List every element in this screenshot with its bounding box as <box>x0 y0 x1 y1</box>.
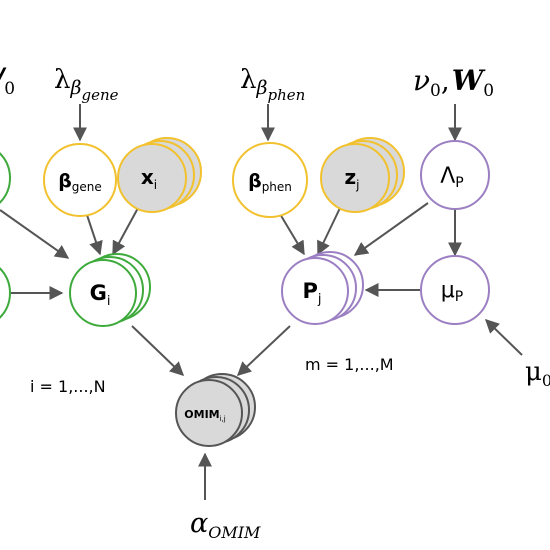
beta-phen-subscript: phen <box>262 180 292 194</box>
svg-text:OMIMi,j: OMIMi,j <box>184 408 226 423</box>
plate-label-i: i = 1,...,N <box>30 377 106 396</box>
svg-text:ΛP: ΛP <box>440 164 464 191</box>
w0-partial-label: /0 <box>0 62 15 99</box>
x-symbol: x <box>141 165 154 189</box>
lambda-beta-gene-label: λβgene <box>54 65 119 104</box>
mu0-label: μ0 <box>525 357 550 390</box>
edge-left-offscreen-to-g <box>0 209 70 259</box>
svg-text:Gi: Gi <box>90 281 111 309</box>
edge-mu0-to-mu-p <box>484 319 523 356</box>
edge-beta-gene-to-g <box>85 211 103 256</box>
edge-x-to-g <box>112 207 139 256</box>
node-x: xi <box>117 137 202 213</box>
edge-p-to-omim <box>236 325 291 376</box>
plate-label-m: m = 1,...,M <box>305 355 394 374</box>
z-subscript: j <box>355 178 359 192</box>
svg-text:zj: zj <box>345 165 360 192</box>
lambda-p-symbol: Λ <box>440 164 455 189</box>
node-mu-p: μP <box>420 255 490 325</box>
beta-gene-subscript: gene <box>72 180 102 194</box>
node-p: Pj <box>281 251 364 325</box>
p-symbol: P <box>302 279 317 303</box>
edges <box>0 104 523 500</box>
g-subscript: i <box>107 294 111 309</box>
g-symbol: G <box>90 281 107 305</box>
edge-z-to-p <box>317 207 341 256</box>
nu0-w0-label: ν0,W0 <box>413 64 494 101</box>
x-subscript: i <box>154 178 157 192</box>
svg-text:μP: μP <box>441 278 463 305</box>
lambda-beta-phen-label: λβphen <box>240 65 305 104</box>
edge-lambda-p-to-p <box>353 202 429 256</box>
lambda-p-subscript: P <box>455 175 463 191</box>
offscreen-nodes <box>0 152 11 319</box>
node-beta-phen: βphen <box>232 142 308 218</box>
p-subscript: j <box>317 292 322 307</box>
edge-beta-phen-to-p <box>279 213 305 256</box>
node-g: Gi <box>69 253 151 327</box>
beta-gene-symbol: β <box>58 170 72 192</box>
z-symbol: z <box>345 165 357 189</box>
edge-g-to-omim <box>131 325 185 376</box>
node-omim: OMIMi,j <box>175 373 256 447</box>
svg-text:βgene: βgene <box>58 170 102 194</box>
mu-p-symbol: μ <box>441 278 455 303</box>
offscreen-node-bottom <box>0 267 11 319</box>
node-beta-gene: βgene <box>43 143 117 217</box>
svg-text:xi: xi <box>141 165 157 192</box>
beta-phen-symbol: β <box>248 170 262 192</box>
alpha-omim-label: αOMIM <box>190 508 261 542</box>
omim-subscript: i,j <box>220 415 226 423</box>
node-z: zj <box>320 137 405 213</box>
omim-symbol: OMIM <box>184 408 219 421</box>
node-lambda-p: ΛP <box>420 140 490 210</box>
offscreen-node-top <box>0 152 11 204</box>
mu-p-subscript: P <box>455 289 463 305</box>
svg-text:Pj: Pj <box>302 279 321 307</box>
svg-text:βphen: βphen <box>248 170 292 194</box>
